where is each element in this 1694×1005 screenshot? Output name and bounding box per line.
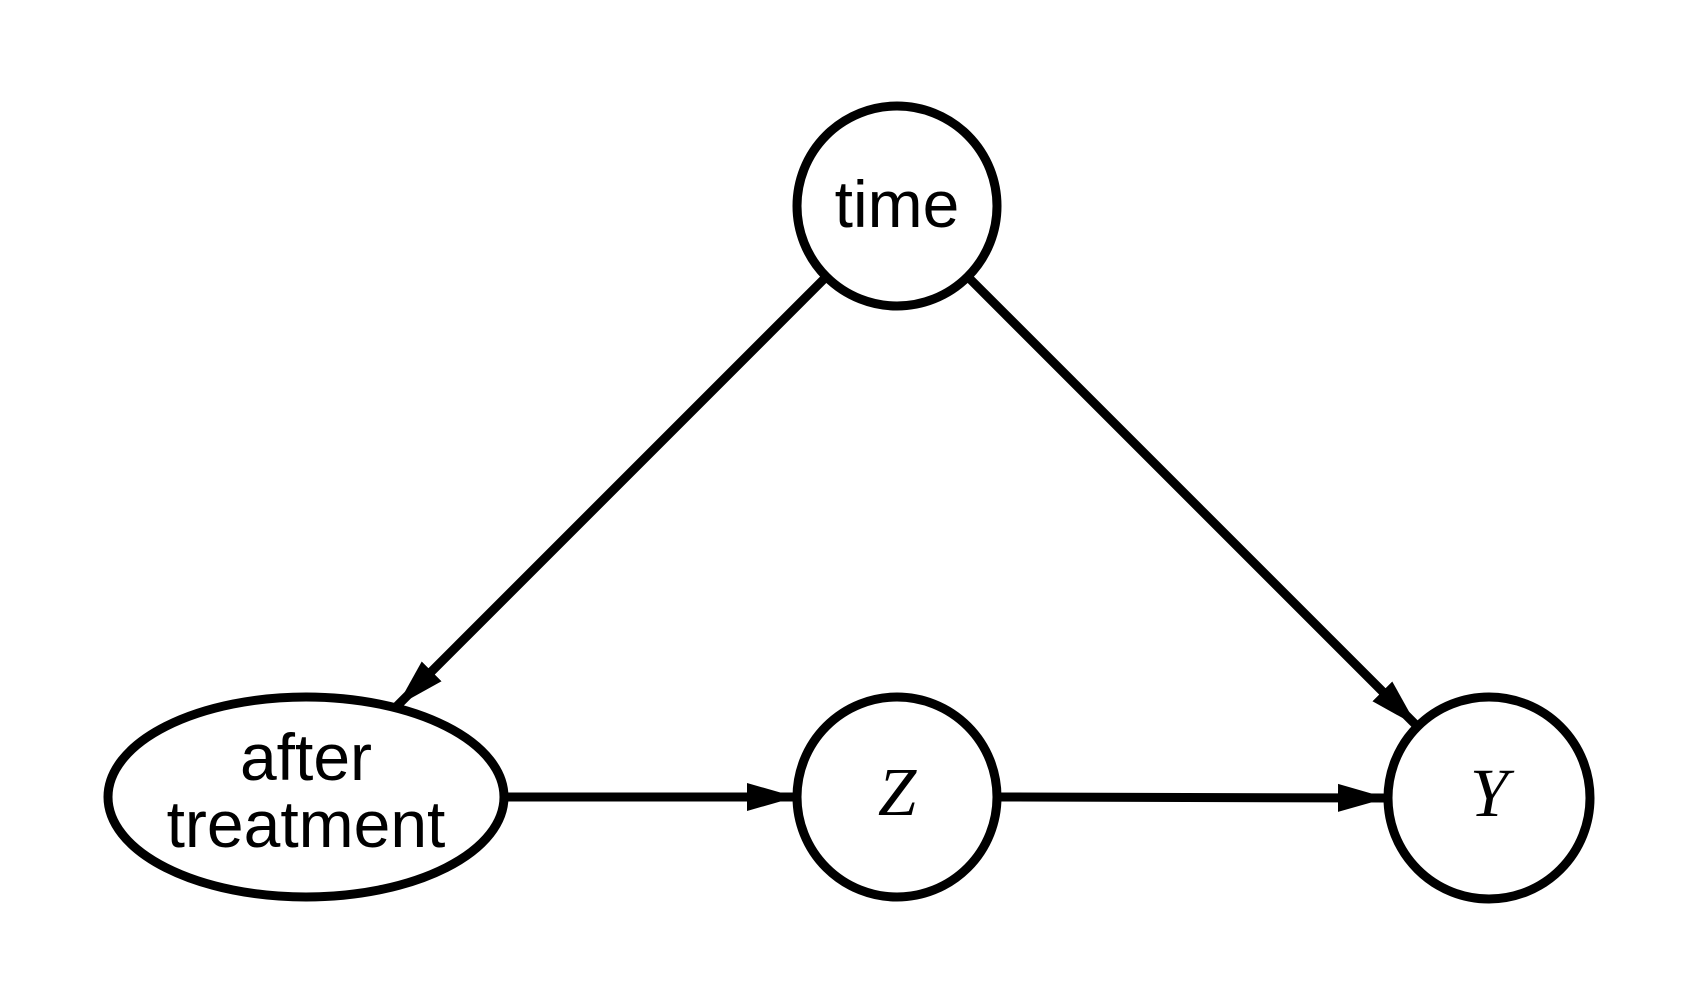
node-z: Z [792, 692, 1002, 902]
node-after-treatment-label-line2: treatment [167, 787, 446, 861]
node-time-label: time [835, 167, 960, 241]
node-time: time [792, 101, 1002, 311]
edge-z-to-y [996, 783, 1388, 812]
node-y-label: Y [1470, 755, 1515, 831]
edge-time-to-y [964, 273, 1421, 730]
node-time-circle [792, 101, 1002, 311]
node-after-treatment-label-line1: after [240, 720, 372, 794]
node-z-label: Z [878, 754, 917, 830]
node-after-treatment: after treatment [103, 692, 509, 902]
node-after-treatment-ellipse [103, 692, 509, 902]
node-z-circle [792, 692, 1002, 902]
node-y-circle [1383, 692, 1595, 904]
node-y: Y [1383, 692, 1595, 904]
edge-time-to-after-treatment [393, 273, 830, 710]
